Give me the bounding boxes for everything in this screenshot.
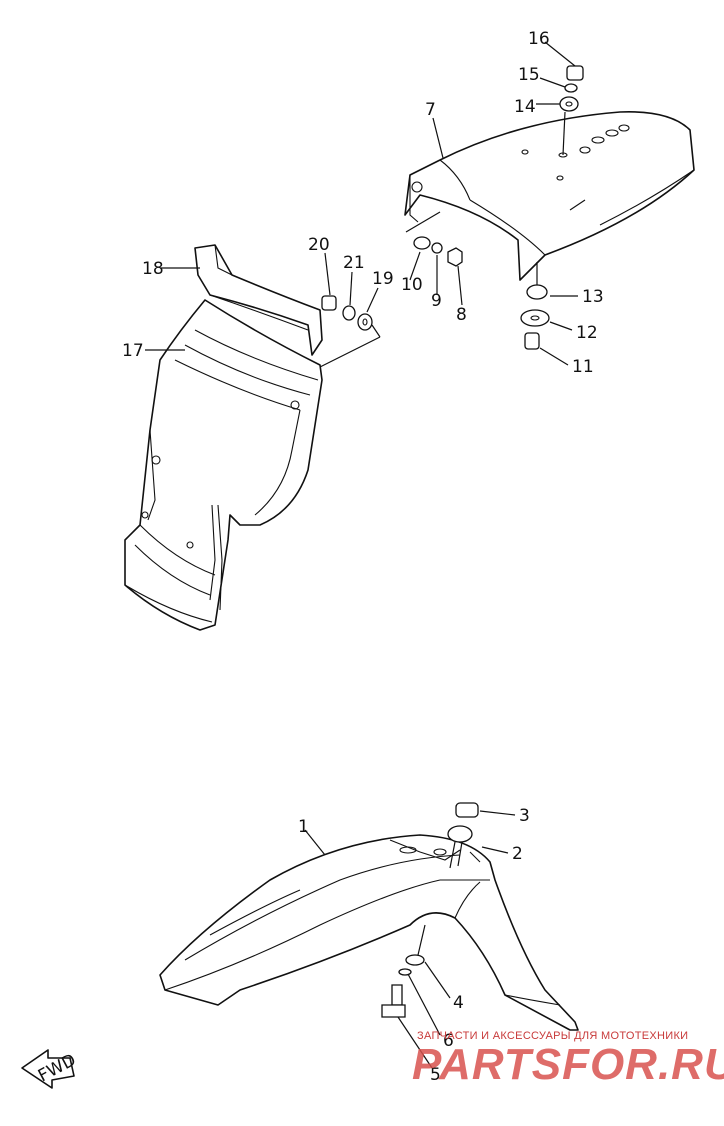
- forward-direction-arrow: FWD: [21, 1049, 79, 1089]
- bracket-hardware-middle: [405, 211, 463, 267]
- flap-hardware: [317, 295, 381, 369]
- label-part-13: 13: [582, 287, 604, 307]
- bracket-hardware-top: [559, 65, 584, 156]
- label-part-6: 6: [443, 1031, 454, 1051]
- label-part-2: 2: [512, 844, 523, 864]
- label-part-7: 7: [425, 100, 436, 120]
- label-part-10: 10: [401, 275, 423, 295]
- front-fender-hardware-top: [447, 802, 479, 869]
- label-part-3: 3: [519, 806, 530, 826]
- label-part-8: 8: [456, 305, 467, 325]
- front-fender-hardware-bottom: [381, 924, 426, 1018]
- front-fender: [159, 834, 579, 1031]
- leader-lines: [145, 41, 578, 1069]
- label-part-19: 19: [372, 269, 394, 289]
- label-part-18: 18: [142, 259, 164, 279]
- rear-fender-bracket: [404, 111, 695, 281]
- label-part-4: 4: [453, 993, 464, 1013]
- label-part-9: 9: [431, 291, 442, 311]
- label-part-11: 11: [572, 357, 594, 377]
- part-labels: 16 15 14 7 20 21 19 18 17 10 9 8 13 12 1…: [122, 29, 604, 1085]
- watermark-brand: PARTSFOR.RU: [412, 1040, 724, 1089]
- flap-bracket: [194, 244, 323, 356]
- watermark-tagline: ЗАПЧАСТИ И АКСЕССУАРЫ ДЛЯ МОТОТЕХНИКИ: [417, 1030, 689, 1042]
- label-part-17: 17: [122, 341, 144, 361]
- label-part-20: 20: [308, 235, 330, 255]
- label-part-5: 5: [430, 1065, 441, 1085]
- label-part-15: 15: [518, 65, 540, 85]
- label-part-12: 12: [576, 323, 598, 343]
- bracket-hardware-bottom: [520, 262, 550, 350]
- label-part-21: 21: [343, 253, 365, 273]
- rear-mud-flap: [124, 299, 323, 631]
- label-part-14: 14: [514, 97, 536, 117]
- label-part-16: 16: [528, 29, 550, 49]
- label-part-1: 1: [298, 817, 309, 837]
